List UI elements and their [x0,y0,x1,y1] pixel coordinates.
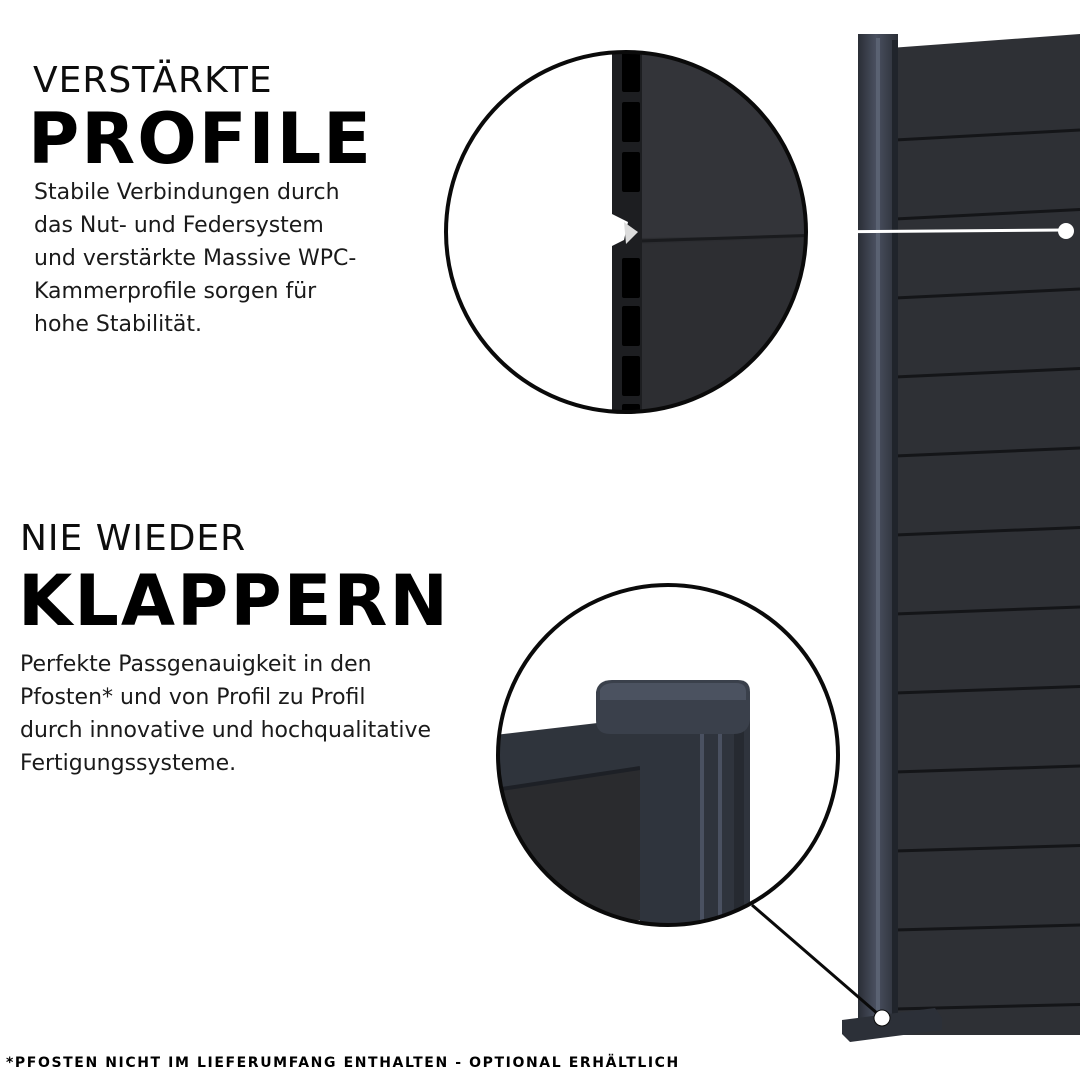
profile-detail-circle [444,50,808,414]
profile-chamber [622,404,640,412]
callout-dot-bottom [873,1009,891,1027]
klappern-description: Perfekte Passgenauigkeit in den Pfosten*… [20,652,432,776]
board-line [894,605,1080,616]
callout-line-bottom [751,903,879,1016]
board-line [894,446,1080,458]
board-lines [894,128,1080,1011]
heading-verstaerkte: VERSTÄRKTE [33,60,273,101]
profile-description: Stabile Verbindungen durch das Nut- und … [34,180,357,337]
callout-line-top [805,228,1067,234]
callout-dot-top [1058,223,1074,239]
board-line [894,764,1080,774]
board-line [894,526,1080,537]
post-foot [842,1008,942,1042]
profile-chamber [622,52,640,92]
heading-profile: PROFILE [28,98,373,180]
profile-chamber [622,258,640,298]
fence-post [842,34,942,1042]
heading-klappern: KLAPPERN [18,560,450,642]
profile-chamber [622,152,640,192]
board-line [894,287,1080,300]
board-line [894,685,1080,695]
fence-panel [890,34,1080,1035]
profile-chamber [622,102,640,142]
footnote: *PFOSTEN NICHT IM LIEFERUMFANG ENTHALTEN… [6,1055,680,1071]
heading-nie-wieder: NIE WIEDER [20,518,247,559]
board-line [894,208,1080,221]
board-line [894,1003,1080,1011]
board-line [894,923,1080,932]
post-cap-detail-circle [496,583,840,927]
board-line [894,367,1080,379]
profile-chamber [622,306,640,346]
board-line [894,844,1080,853]
profile-chamber [622,356,640,396]
board-line [894,128,1080,142]
